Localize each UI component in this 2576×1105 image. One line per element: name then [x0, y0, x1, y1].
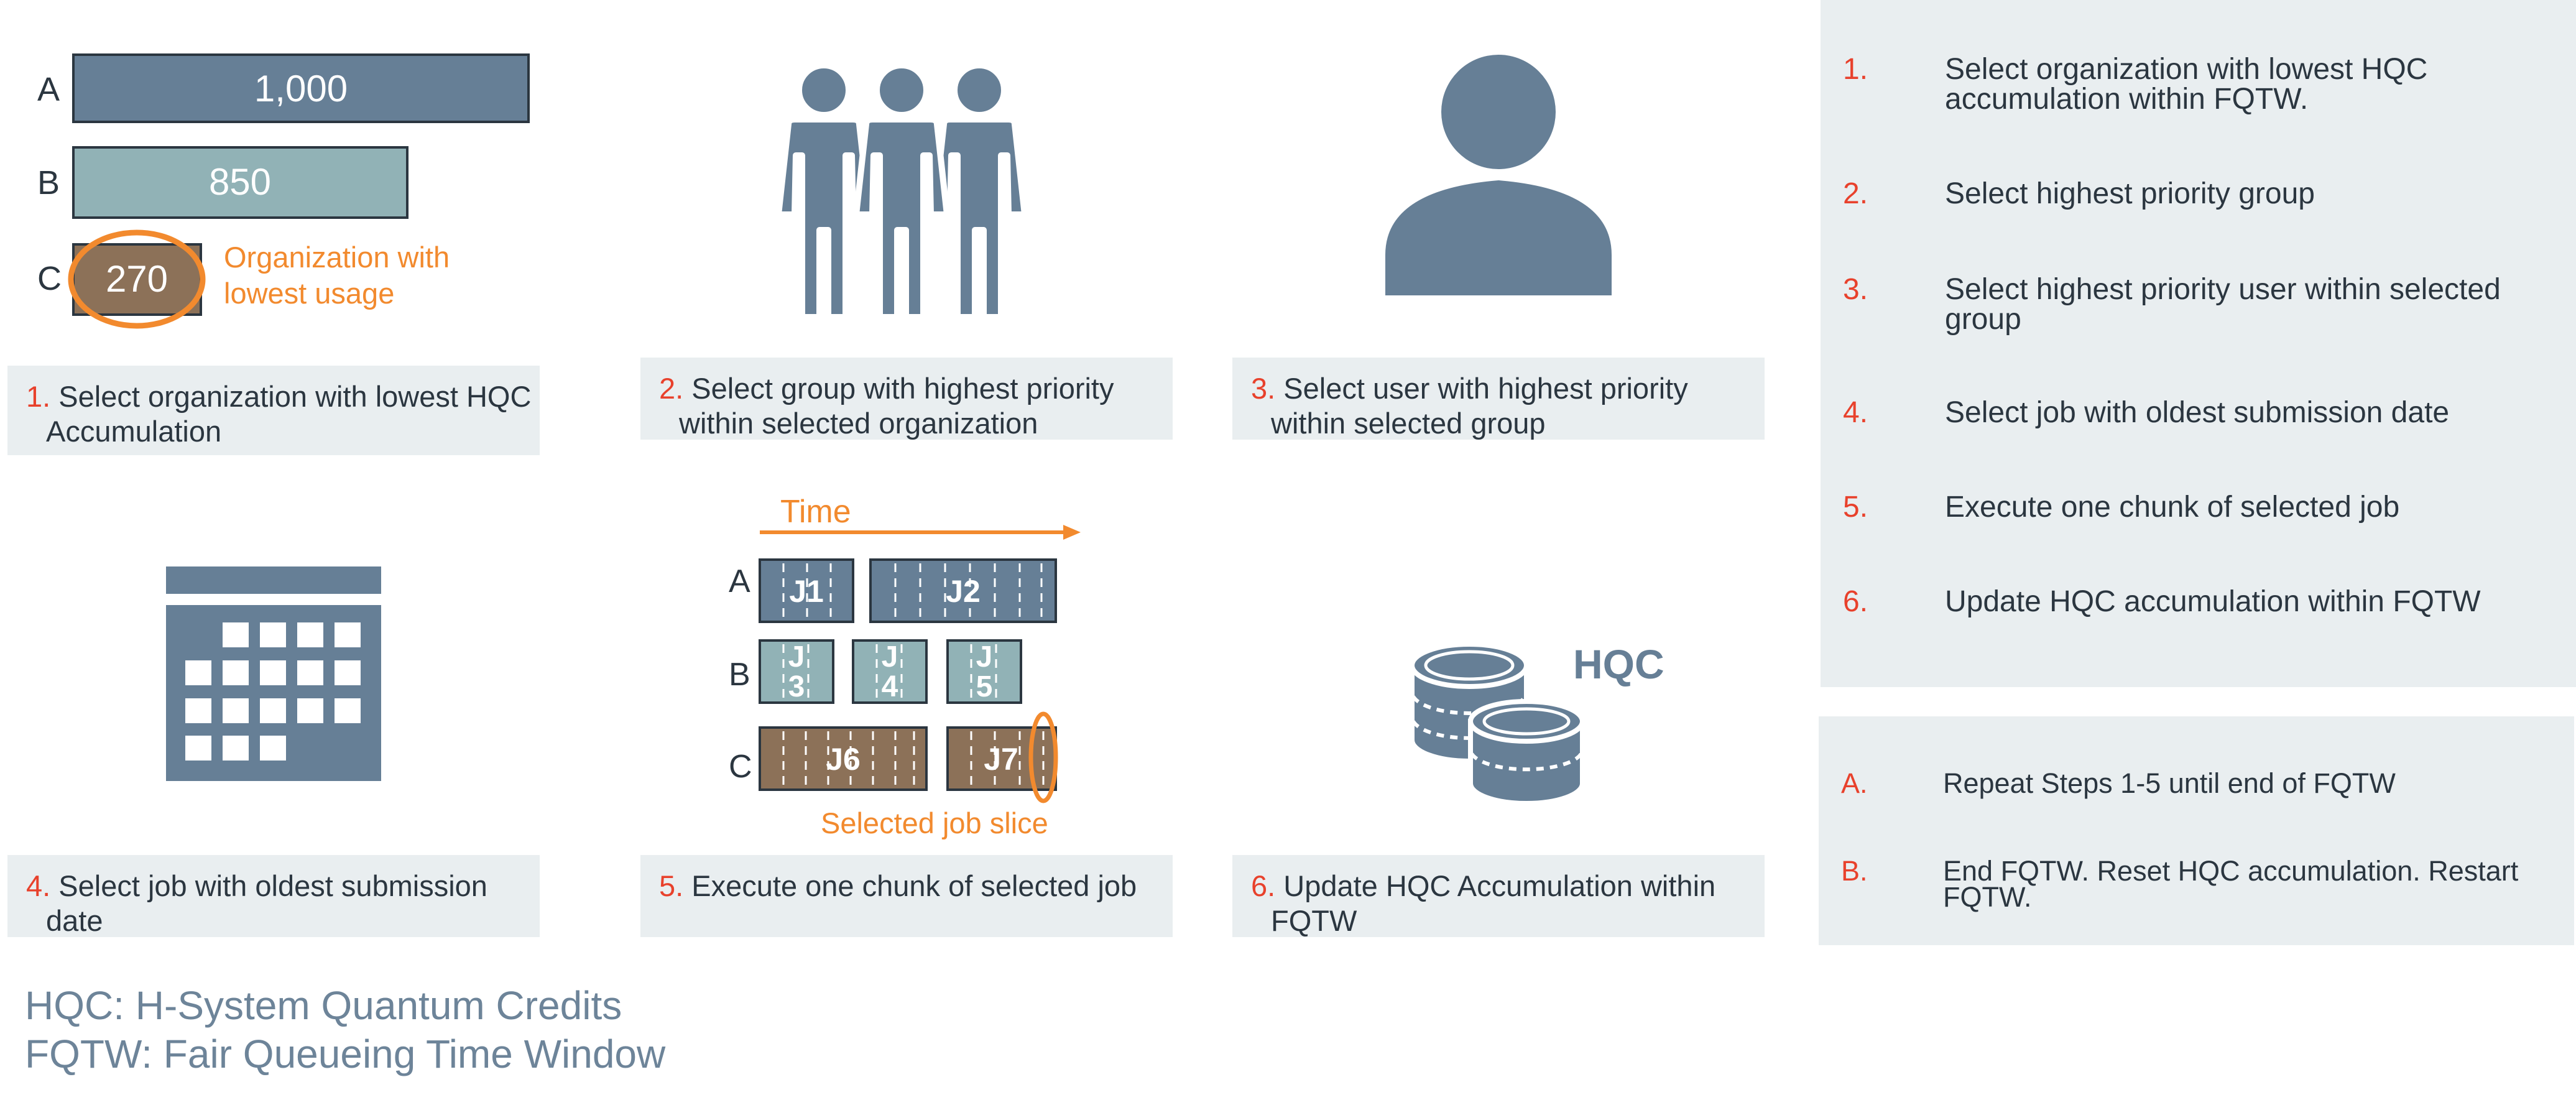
steps-panel-item-text: Execute one chunk of selected job: [1945, 492, 2539, 522]
hqc-coins-label: HQC: [1573, 641, 1664, 687]
steps-panel-item-text: Select job with oldest submission date: [1945, 398, 2539, 428]
caption-step-1-text: Select organization with lowest HQC Accu…: [46, 380, 532, 448]
repeat-panel-item-text: Repeat Steps 1-5 until end of FQTW: [1943, 769, 2537, 798]
caption-step-6-text: Update HQC Accumulation within FQTW: [1271, 869, 1716, 937]
job-schedule: Time A B C J1 J2 J 3 J 4 J 5 J6 J7 Selec…: [729, 494, 1081, 839]
job-j2: [869, 558, 1057, 623]
bar-value-c: 270: [106, 258, 168, 300]
caption-step-5-num: 5.: [659, 869, 684, 902]
repeat-panel-item-text: End FQTW. Reset HQC accumulation. Restar…: [1943, 855, 2537, 913]
bar-b: [72, 146, 409, 219]
job-j3-label-1: J: [788, 640, 805, 673]
caption-step-2-text: Select group with highest priority withi…: [679, 372, 1114, 440]
repeat-panel-item-line1: End FQTW. Reset HQC accumulation. Restar…: [1943, 855, 2519, 887]
job-j7-label: J7: [984, 742, 1018, 777]
caption-step-1: 1. Select organization with lowest HQC A…: [7, 366, 540, 455]
bar-value-a: 1,000: [254, 68, 348, 109]
bar-label-b: B: [37, 164, 60, 201]
repeat-panel-item-line1: Repeat Steps 1-5 until end of FQTW: [1943, 767, 2396, 799]
caption-step-2: 2. Select group with highest priority wi…: [640, 358, 1173, 440]
time-axis-label: Time: [780, 494, 851, 530]
steps-panel-item-line1: Update HQC accumulation within FQTW: [1945, 585, 2481, 618]
abbreviation-fqtw: FQTW: Fair Queueing Time Window: [25, 1032, 666, 1076]
job-j1-label: J1: [789, 574, 824, 609]
caption-step-6-num: 6.: [1251, 869, 1276, 902]
job-j6: [759, 726, 928, 791]
job-j5: [946, 639, 1022, 704]
abbreviation-hqc: HQC: H-System Quantum Credits: [25, 983, 622, 1028]
caption-step-5: 5. Execute one chunk of selected job: [640, 855, 1173, 937]
caption-step-3-text: Select user with highest priority within…: [1271, 372, 1688, 440]
job-j3: [759, 639, 834, 704]
row-label-b: B: [729, 657, 750, 693]
steps-panel-item-line1: Execute one chunk of selected job: [1945, 491, 2400, 524]
steps-panel-item-line1: Select highest priority group: [1945, 177, 2315, 210]
repeat-panel-item-num: B.: [1841, 855, 1868, 887]
repeat-panel: A. Repeat Steps 1-5 until end of FQTW B.…: [1819, 716, 2574, 945]
steps-panel-item-line2: accumulation within FQTW.: [1945, 83, 2309, 116]
caption-step-5-text: Execute one chunk of selected job: [691, 869, 1137, 902]
calendar-icon: [166, 566, 381, 781]
lowest-usage-note-line1: Organization with: [224, 241, 450, 274]
steps-panel-item-text: Select highest priority group: [1945, 179, 2539, 209]
caption-step-4: 4. Select job with oldest submission dat…: [7, 855, 540, 937]
repeat-panel-item-line2: FQTW.: [1943, 881, 2032, 913]
repeat-panel-item-num: A.: [1841, 767, 1868, 799]
steps-panel-item-line1: Select job with oldest submission date: [1945, 396, 2450, 429]
job-j4-label-2: 4: [882, 670, 898, 703]
bar-a: [72, 53, 530, 123]
steps-panel-item-text: Update HQC accumulation within FQTW: [1945, 587, 2539, 617]
lowest-usage-highlight: [68, 229, 206, 329]
user-icon: [1385, 55, 1612, 295]
steps-panel-item-text: Select highest priority user within sele…: [1945, 275, 2539, 335]
coins-icon: [1410, 642, 1585, 802]
steps-panel-item-num: 5.: [1843, 491, 1868, 524]
caption-step-3: 3. Select user with highest priority wit…: [1232, 358, 1765, 440]
steps-panel-item-num: 2.: [1843, 177, 1868, 210]
row-label-a: A: [729, 563, 750, 599]
caption-step-4-text: Select job with oldest submission date: [46, 869, 487, 937]
caption-step-1-num: 1.: [26, 380, 51, 413]
caption-step-4-num: 4.: [26, 869, 51, 902]
selected-slice-label: Selected job slice: [821, 807, 1048, 839]
bar-value-b: 850: [209, 161, 271, 203]
caption-step-6: 6. Update HQC Accumulation within FQTW: [1232, 855, 1765, 937]
steps-panel-item-line2: group: [1945, 303, 2021, 336]
selected-slice-highlight: [1028, 711, 1058, 803]
job-j6-label: J6: [826, 742, 861, 777]
bar-label-a: A: [37, 71, 60, 108]
job-j4-label-1: J: [882, 640, 898, 673]
lowest-usage-note-line2: lowest usage: [224, 277, 394, 310]
row-label-c: C: [729, 749, 752, 785]
job-j4: [852, 639, 928, 704]
job-j3-label-2: 3: [788, 670, 805, 703]
steps-panel-item-num: 1.: [1843, 53, 1868, 86]
time-arrow-head: [1063, 525, 1081, 540]
job-j7: [946, 726, 1057, 791]
steps-panel-item-line1: Select organization with lowest HQC: [1945, 53, 2428, 86]
job-j5-label-1: J: [976, 640, 993, 673]
steps-panel-item-num: 3.: [1843, 273, 1868, 306]
people-group-icon: [775, 62, 1028, 320]
steps-panel-item-num: 6.: [1843, 585, 1868, 618]
caption-step-2-num: 2.: [659, 372, 684, 405]
job-j5-label-2: 5: [976, 670, 993, 703]
job-j2-label: J2: [946, 574, 981, 609]
bar-c: [72, 243, 202, 316]
abbreviation-legend: HQC: H-System Quantum Credits FQTW: Fair…: [25, 981, 665, 1078]
bar-label-c: C: [37, 260, 62, 297]
org-usage-bars: A 1,000 B 850 C 270 Organization with lo…: [37, 53, 530, 329]
steps-panel-item-line1: Select highest priority user within sele…: [1945, 273, 2501, 306]
steps-panel-item-num: 4.: [1843, 396, 1868, 429]
caption-step-3-num: 3.: [1251, 372, 1276, 405]
